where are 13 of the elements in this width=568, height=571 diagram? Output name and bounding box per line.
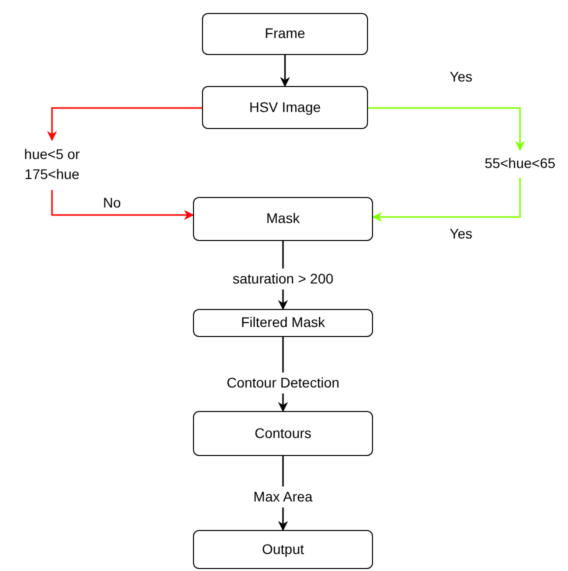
- process-box: Contours: [193, 411, 373, 456]
- process-box: HSV Image: [202, 86, 368, 129]
- arrow: [280, 55, 290, 87]
- arrow: [368, 107, 525, 151]
- condition-text: 55<hue<65: [468, 150, 568, 178]
- arrow: [47, 107, 202, 141]
- process-box: Filtered Mask: [193, 309, 373, 337]
- process-box: Mask: [193, 197, 373, 241]
- condition-text: hue<5 or 175<hue: [4, 140, 100, 190]
- arrow: [372, 178, 521, 222]
- process-box: Output: [193, 530, 373, 569]
- process-box: Frame: [202, 13, 368, 55]
- arrow: [51, 190, 194, 220]
